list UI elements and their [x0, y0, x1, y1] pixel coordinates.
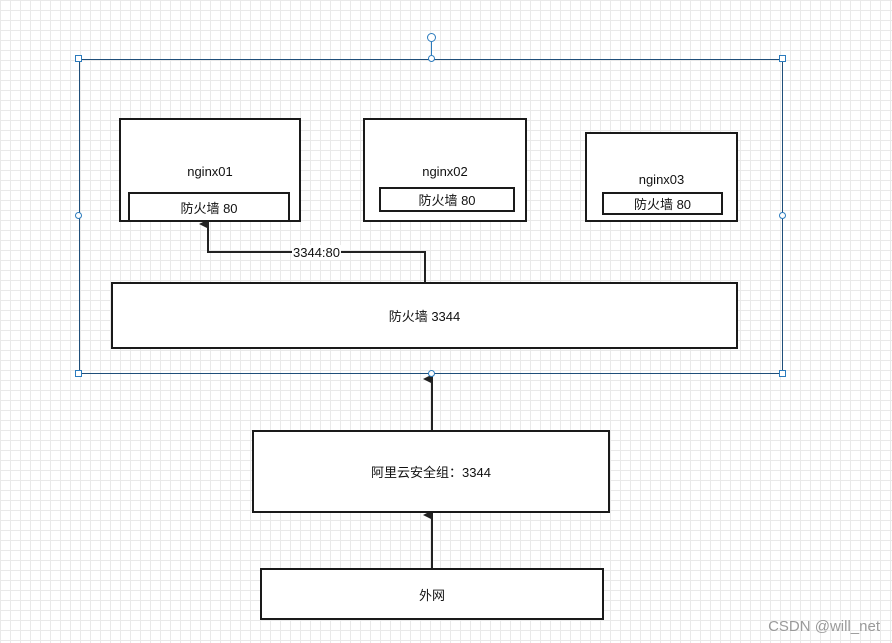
nginx02-node[interactable]: nginx02 防火墙 80	[363, 118, 527, 222]
nginx01-title: nginx01	[187, 164, 233, 179]
firewall-3344-node[interactable]: 防火墙 3344	[111, 282, 738, 349]
resize-handle-s[interactable]	[428, 370, 435, 377]
nginx03-node[interactable]: nginx03 防火墙 80	[585, 132, 738, 222]
nginx02-firewall[interactable]: 防火墙 80	[379, 187, 515, 212]
external-network-node[interactable]: 外网	[260, 568, 604, 620]
resize-handle-w[interactable]	[75, 212, 82, 219]
resize-handle-nw[interactable]	[75, 55, 82, 62]
nginx01-node[interactable]: nginx01 防火墙 80	[119, 118, 301, 222]
nginx03-title: nginx03	[638, 172, 685, 187]
nginx03-firewall[interactable]: 防火墙 80	[602, 192, 723, 215]
watermark: CSDN @will_net	[768, 618, 880, 635]
edge-label-3344-80: 3344:80	[292, 245, 341, 260]
resize-handle-e[interactable]	[779, 212, 786, 219]
nginx01-firewall[interactable]: 防火墙 80	[128, 192, 290, 222]
nginx02-title: nginx02	[422, 164, 468, 179]
security-group-node[interactable]: 阿里云安全组：3344	[252, 430, 610, 513]
rotate-handle[interactable]	[427, 33, 436, 42]
resize-handle-sw[interactable]	[75, 370, 82, 377]
resize-handle-se[interactable]	[779, 370, 786, 377]
rotate-handle-stem	[431, 42, 432, 55]
resize-handle-ne[interactable]	[779, 55, 786, 62]
resize-handle-n[interactable]	[428, 55, 435, 62]
